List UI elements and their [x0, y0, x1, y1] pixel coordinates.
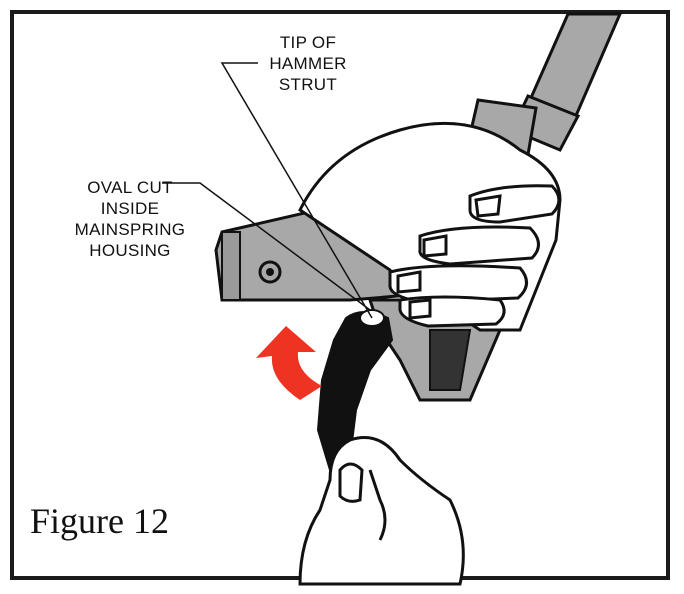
figure-caption: Figure 12 [30, 501, 169, 541]
leader-lines [162, 62, 373, 319]
mainspring-housing [316, 311, 394, 471]
right-hand [298, 121, 562, 332]
left-hand [298, 436, 465, 586]
oval-cut-label: OVAL CUT INSIDE MAINSPRING HOUSING [74, 178, 186, 260]
curved-arrow-icon [256, 326, 322, 400]
tip-of-hammer-strut-label: TIP OF HAMMER STRUT [269, 33, 347, 94]
